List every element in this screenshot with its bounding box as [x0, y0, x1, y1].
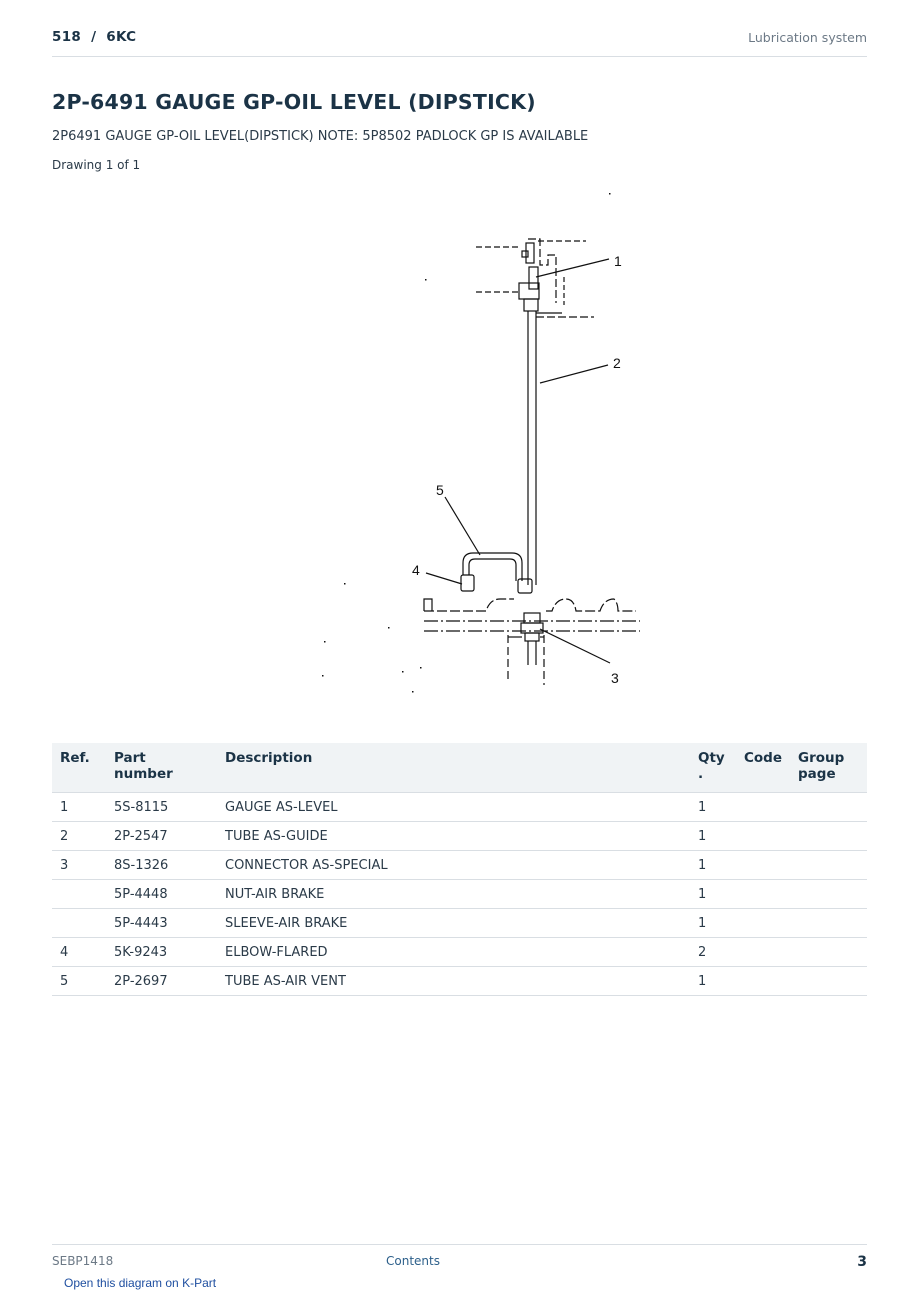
- cell-ref: 3: [52, 850, 106, 880]
- cell-description: TUBE AS-AIR VENT: [217, 966, 690, 996]
- drawing-count: Drawing 1 of 1: [52, 158, 141, 172]
- cell-group-page: [790, 821, 867, 851]
- callout-4: 4: [412, 562, 420, 578]
- page-footer: SEBP1418 Contents 3: [52, 1244, 867, 1275]
- col-qty: Qty .: [690, 743, 736, 793]
- cell-part-number: 5P-4443: [106, 908, 217, 938]
- callout-2: 2: [613, 355, 621, 371]
- cell-code: [736, 879, 791, 909]
- page-header: 518 / 6KC Lubrication system: [52, 28, 867, 57]
- cell-ref: [52, 879, 106, 909]
- table-row: 5P-4448 NUT-AIR BRAKE 1: [52, 879, 867, 909]
- cell-qty: 1: [690, 821, 736, 851]
- cell-description: NUT-AIR BRAKE: [217, 879, 690, 909]
- cell-part-number: 2P-2547: [106, 821, 217, 851]
- cell-description: TUBE AS-GUIDE: [217, 821, 690, 851]
- cell-part-number: 2P-2697: [106, 966, 217, 996]
- cell-qty: 1: [690, 908, 736, 938]
- cell-qty: 2: [690, 937, 736, 967]
- page-title: 2P-6491 GAUGE GP-OIL LEVEL (DIPSTICK): [52, 90, 536, 114]
- parts-diagram: 1 2 3 4 5: [322, 193, 640, 693]
- callout-5: 5: [436, 482, 444, 498]
- cell-code: [736, 792, 791, 822]
- cell-group-page: [790, 850, 867, 880]
- cell-group-page: [790, 966, 867, 996]
- cell-description: GAUGE AS-LEVEL: [217, 792, 690, 822]
- cell-description: SLEEVE-AIR BRAKE: [217, 908, 690, 938]
- callout-1: 1: [614, 253, 622, 269]
- cell-group-page: [790, 879, 867, 909]
- cell-qty: 1: [690, 792, 736, 822]
- col-part-number: Part number: [106, 743, 217, 793]
- cell-part-number: 5K-9243: [106, 937, 217, 967]
- cell-ref: 4: [52, 937, 106, 967]
- table-row: 5P-4443 SLEEVE-AIR BRAKE 1: [52, 908, 867, 938]
- cell-ref: [52, 908, 106, 938]
- cell-description: ELBOW-FLARED: [217, 937, 690, 967]
- cell-qty: 1: [690, 879, 736, 909]
- cell-code: [736, 966, 791, 996]
- cell-code: [736, 908, 791, 938]
- cell-part-number: 5P-4448: [106, 879, 217, 909]
- open-in-kpart-link[interactable]: Open this diagram on K-Part: [64, 1276, 217, 1290]
- cell-group-page: [790, 792, 867, 822]
- table-header-row: Ref. Part number Description Qty . Code …: [52, 743, 867, 793]
- model-breadcrumb: 518 / 6KC: [52, 29, 137, 45]
- table-row: 4 5K-9243 ELBOW-FLARED 2: [52, 937, 867, 967]
- cell-group-page: [790, 908, 867, 938]
- cell-description: CONNECTOR AS-SPECIAL: [217, 850, 690, 880]
- cell-code: [736, 937, 791, 967]
- table-row: 1 5S-8115 GAUGE AS-LEVEL 1: [52, 792, 867, 822]
- table-row: 3 8S-1326 CONNECTOR AS-SPECIAL 1: [52, 850, 867, 880]
- contents-link[interactable]: Contents: [386, 1254, 440, 1268]
- parts-table: Ref. Part number Description Qty . Code …: [52, 743, 867, 996]
- cell-ref: 2: [52, 821, 106, 851]
- table-row: 2 2P-2547 TUBE AS-GUIDE 1: [52, 821, 867, 851]
- cell-part-number: 8S-1326: [106, 850, 217, 880]
- document-id: SEBP1418: [52, 1254, 114, 1268]
- cell-code: [736, 850, 791, 880]
- col-code: Code: [736, 743, 791, 793]
- cell-qty: 1: [690, 966, 736, 996]
- cell-ref: 5: [52, 966, 106, 996]
- cell-qty: 1: [690, 850, 736, 880]
- col-group-page: Group page: [790, 743, 867, 793]
- col-ref: Ref.: [52, 743, 106, 793]
- callout-3: 3: [611, 670, 619, 686]
- cell-code: [736, 821, 791, 851]
- page-number: 3: [857, 1254, 867, 1270]
- table-row: 5 2P-2697 TUBE AS-AIR VENT 1: [52, 966, 867, 996]
- col-description: Description: [217, 743, 690, 793]
- cell-group-page: [790, 937, 867, 967]
- cell-part-number: 5S-8115: [106, 792, 217, 822]
- cell-ref: 1: [52, 792, 106, 822]
- page-subtitle: 2P6491 GAUGE GP-OIL LEVEL(DIPSTICK) NOTE…: [52, 129, 589, 144]
- section-name: Lubrication system: [748, 30, 867, 45]
